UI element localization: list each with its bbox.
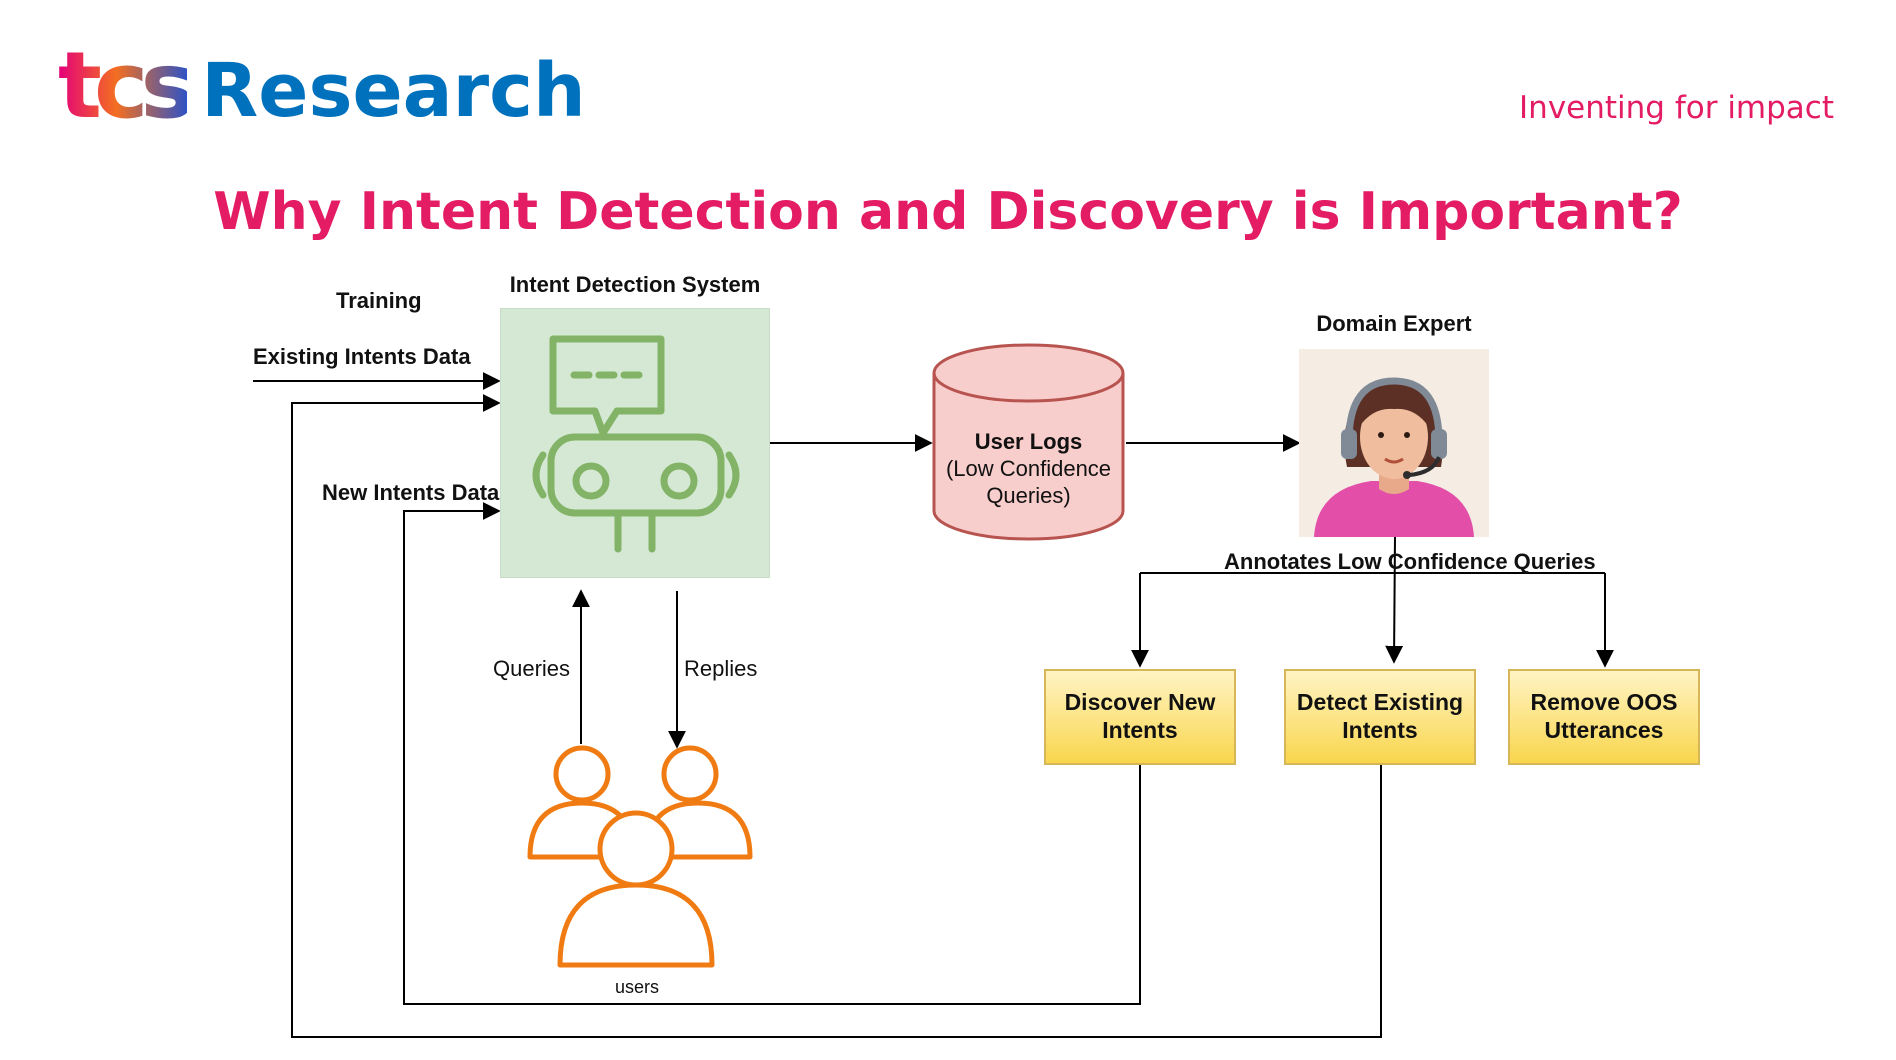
user-logs-subtitle-2: Queries) [986, 483, 1071, 508]
system-label: Intent Detection System [509, 272, 761, 297]
detect-line-1: Detect Existing [1296, 689, 1464, 716]
tagline: Inventing for impact [1519, 90, 1834, 126]
remove-line-1: Remove OOS [1530, 689, 1678, 716]
database-cylinder-icon [932, 343, 1125, 541]
slide-title: Why Intent Detection and Discovery is Im… [213, 182, 1683, 242]
existing-intents-label: Existing Intents Data [253, 344, 471, 369]
user-logs-title: User Logs [974, 429, 1083, 454]
intent-detection-system [500, 308, 770, 578]
users-label: users [614, 977, 659, 997]
annotate-label: Annotates Low Confidence Queries [1224, 549, 1596, 574]
domain-expert-label: Domain Expert [1316, 311, 1472, 336]
user-group-icon [527, 745, 753, 968]
detect-existing-feedback-line [291, 394, 1382, 1038]
new-intents-label: New Intents Data [322, 480, 500, 505]
robot-chat-icon [532, 335, 740, 553]
discover-line-1: Discover New [1064, 689, 1216, 716]
training-label: Training [336, 288, 422, 313]
queries-label: Queries [493, 656, 571, 681]
user-logs-database: User Logs (Low Confidence Queries) [931, 343, 1126, 543]
discover-line-2: Intents [1102, 717, 1178, 743]
expert-down-line [1385, 536, 1404, 664]
user-logs-subtitle-1: (Low Confidence [945, 456, 1112, 481]
remove-line-2: Utterances [1544, 717, 1664, 743]
logo-mark: tcs [58, 32, 195, 139]
tcs-research-logo: tcs Research [58, 40, 586, 132]
domain-expert-image [1299, 349, 1489, 537]
detect-line-2: Intents [1342, 717, 1418, 743]
users-group [520, 745, 760, 970]
discover-new-feedback-line [403, 502, 1141, 1005]
support-agent-icon [1314, 377, 1474, 537]
replies-label: Replies [684, 656, 758, 681]
logo-text: Research [201, 47, 586, 134]
